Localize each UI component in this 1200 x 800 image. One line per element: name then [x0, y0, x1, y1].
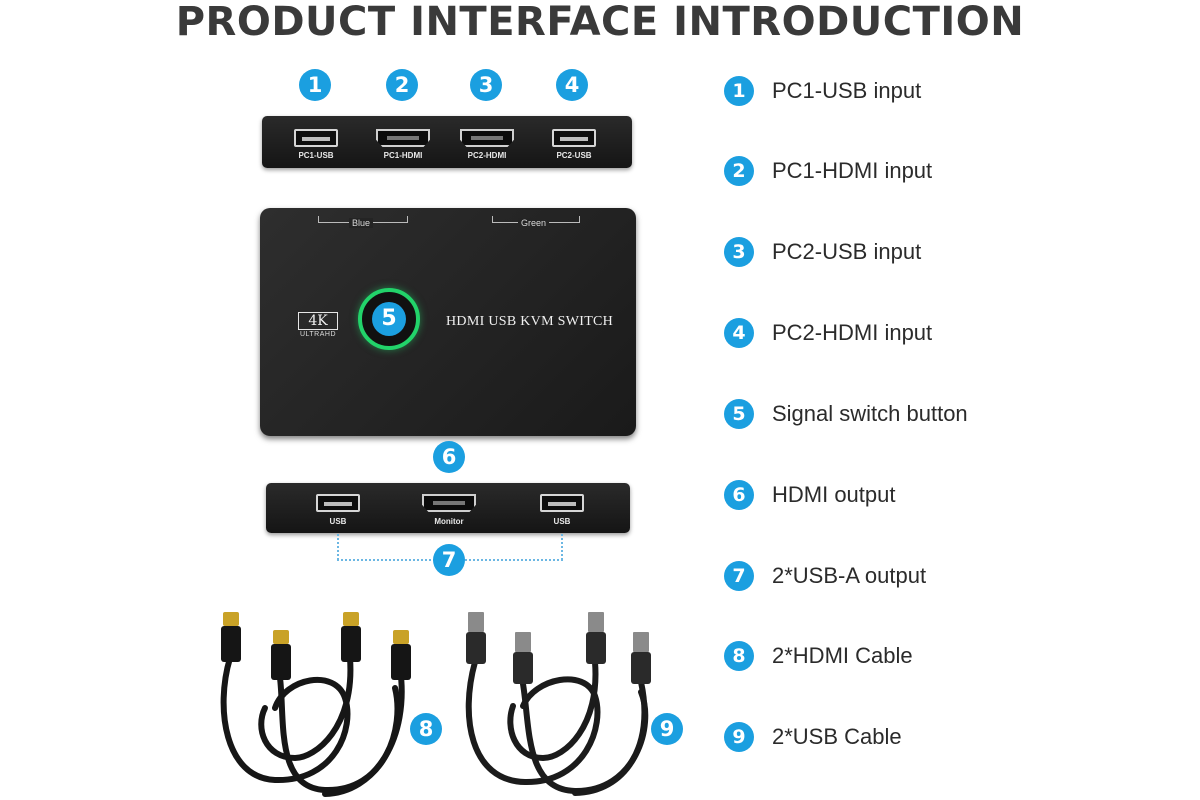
legend-text: PC2-USB input: [772, 239, 922, 264]
monitor-hdmi-port: [422, 494, 476, 512]
switch-name: HDMI USB KVM SWITCH: [446, 314, 614, 329]
blue-label: Blue: [349, 218, 374, 228]
back-panel: USB Monitor USB: [266, 483, 630, 533]
port-label: USB: [553, 517, 571, 526]
pc1-hdmi-port: [376, 129, 430, 147]
button-badge-5: 5: [372, 302, 406, 336]
port-badge-1: 1: [299, 69, 331, 101]
port-badge-4: 4: [556, 69, 588, 101]
legend-text: HDMI output: [772, 482, 896, 507]
legend-badge: 4: [724, 318, 754, 348]
usb-output-port-1: [316, 494, 360, 512]
legend-text: PC1-USB input: [772, 78, 922, 103]
port-label: PC1-USB: [298, 151, 334, 160]
legend-badge: 7: [724, 561, 754, 591]
usb-cables-image: [465, 612, 651, 796]
legend-badge: 1: [724, 76, 754, 106]
legend-badge: 8: [724, 641, 754, 671]
pc2-hdmi-port: [460, 129, 514, 147]
pc1-usb-port: [294, 129, 338, 147]
hdmi-cables-image: [220, 612, 411, 797]
4k-logo: 4K ULTRAHD: [298, 312, 338, 338]
legend-badge: 3: [724, 237, 754, 267]
legend-text: 2*USB-A output: [772, 563, 927, 588]
kvm-switch-top: Blue Green 4K ULTRAHD 5 HDMI USB KVM SWI…: [260, 208, 636, 436]
port-badge-2: 2: [386, 69, 418, 101]
port-label: USB: [329, 517, 347, 526]
legend-badge: 9: [724, 722, 754, 752]
cable-badge-8: 8: [410, 713, 442, 745]
legend-badge: 5: [724, 399, 754, 429]
port-badge-6: 6: [433, 441, 465, 473]
4k-text: 4K: [298, 312, 338, 330]
port-label: PC1-HDMI: [383, 151, 423, 160]
legend-badge: 6: [724, 480, 754, 510]
legend-badge: 2: [724, 156, 754, 186]
usb-output-port-2: [540, 494, 584, 512]
pc2-usb-port: [552, 129, 596, 147]
legend-text: 2*HDMI Cable: [772, 643, 913, 668]
page-title: PRODUCT INTERFACE INTRODUCTION: [175, 0, 1025, 45]
legend-text: PC2-HDMI input: [772, 320, 933, 345]
legend-text: Signal switch button: [772, 401, 968, 426]
signal-switch-button[interactable]: 5: [358, 288, 420, 350]
port-label: PC2-HDMI: [467, 151, 507, 160]
cable-badge-9: 9: [651, 713, 683, 745]
green-label: Green: [518, 218, 550, 228]
front-panel: PC1-USB PC1-HDMI PC2-HDMI PC2-USB: [262, 116, 632, 168]
ultrahd-text: ULTRAHD: [299, 331, 337, 338]
usb-connector-line-left: [337, 534, 339, 560]
port-badge-7: 7: [433, 544, 465, 576]
port-label: PC2-USB: [556, 151, 592, 160]
port-badge-3: 3: [470, 69, 502, 101]
usb-connector-line-right: [561, 534, 563, 560]
legend-text: PC1-HDMI input: [772, 158, 933, 183]
port-label: Monitor: [434, 517, 464, 526]
legend-text: 2*USB Cable: [772, 724, 902, 749]
